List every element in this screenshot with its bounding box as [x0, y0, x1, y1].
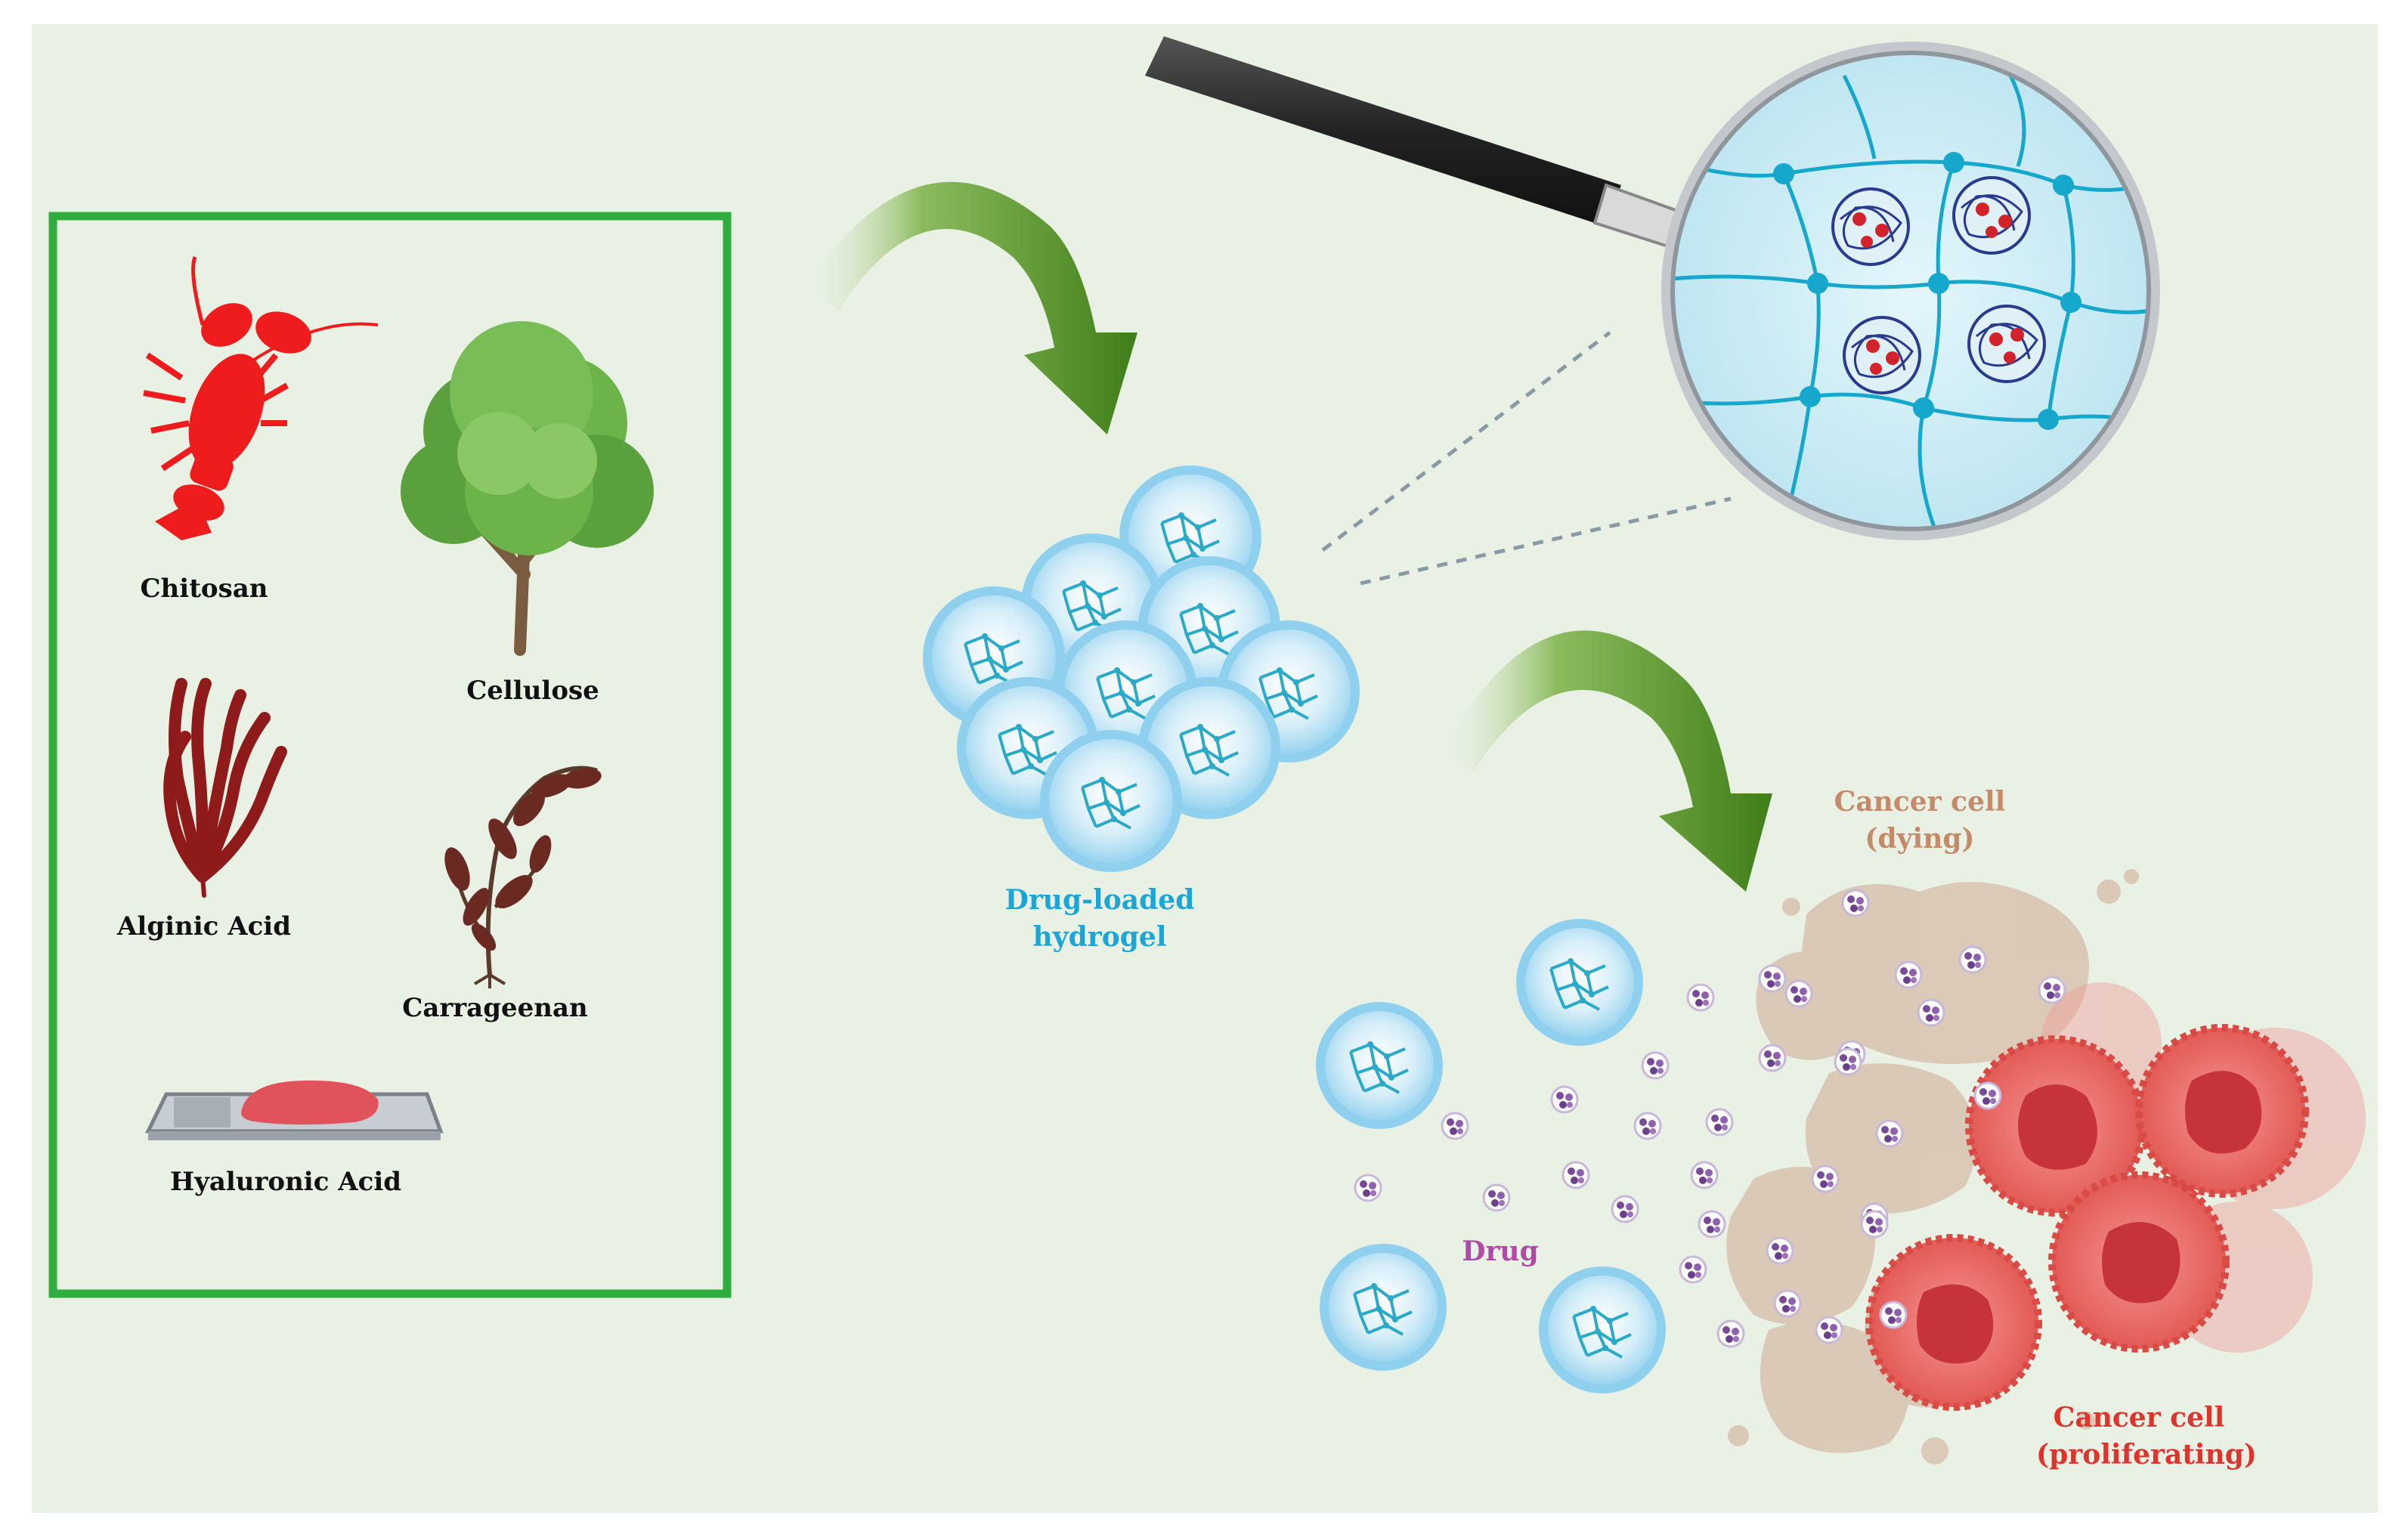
hydrogel-cluster — [923, 465, 1360, 872]
hydrogel-label-line1: Drug-loaded — [1005, 884, 1195, 916]
polymer-sources-panel: Chitosan Cellulose Alginic Acid — [48, 212, 732, 1298]
prolif-cell-label-line2: (proliferating) — [2036, 1439, 2257, 1471]
magnifier-icon — [1145, 36, 2160, 586]
seaweed-icon — [444, 765, 602, 988]
cancer-cell — [2135, 1024, 2309, 1198]
dying-cell-label-line2: (dying) — [1865, 823, 1974, 855]
cellulose-label: Cellulose — [466, 676, 599, 706]
hydrogel-network-closeup — [1675, 74, 2146, 527]
hyaluronic-acid-label: Hyaluronic Acid — [170, 1167, 401, 1197]
arrow-to-cancer — [1440, 630, 1772, 892]
proliferating-cancer-cells — [1865, 982, 2366, 1411]
cancer-cell — [1865, 1234, 2042, 1411]
sources-frame — [48, 212, 732, 1298]
carrageenan-label: Carrageenan — [402, 993, 587, 1023]
prolif-cell-label-line1: Cancer cell — [2054, 1402, 2225, 1433]
alginic-acid-label: Alginic Acid — [116, 911, 291, 942]
drug-label: Drug — [1462, 1235, 1539, 1267]
released-hydrogels — [1316, 919, 1666, 1393]
dying-cell-label-line1: Cancer cell — [1834, 786, 2006, 818]
lobster-icon — [143, 256, 379, 540]
arrow-to-hydrogel — [805, 181, 1137, 435]
chitosan-label: Chitosan — [141, 574, 268, 604]
drug-loaded-micelles — [1831, 176, 2046, 394]
cancer-cell — [2048, 1171, 2230, 1353]
kelp-icon — [163, 678, 287, 898]
hydrogel-label-line2: hydrogel — [1033, 921, 1167, 953]
tree-icon — [401, 321, 654, 656]
tissue-slide-icon — [144, 1080, 444, 1140]
